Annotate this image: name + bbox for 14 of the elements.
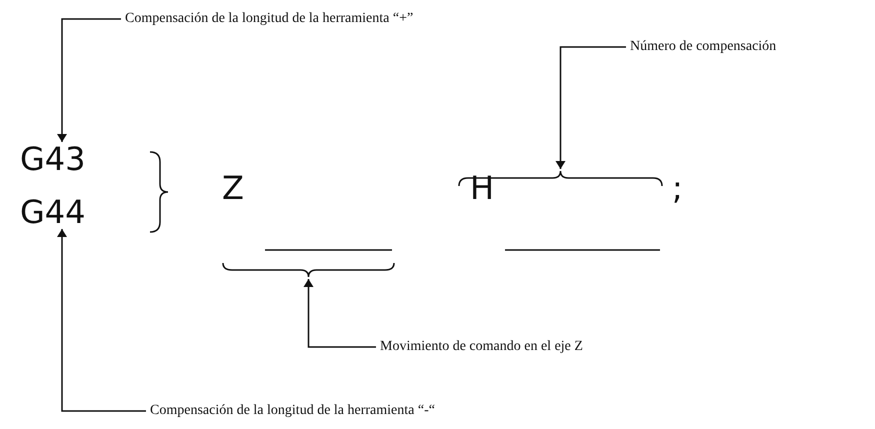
leader-arrow bbox=[556, 46, 626, 169]
leader-arrow bbox=[57, 18, 121, 142]
curly-brace bbox=[222, 262, 395, 278]
callout-text: Compensación de la longitud de la herramienta “-“ bbox=[150, 404, 435, 418]
code-word: G44 bbox=[20, 196, 86, 228]
end-of-block-symbol: ; bbox=[672, 172, 683, 204]
code-word: G43 bbox=[20, 143, 86, 175]
callout-text: Compensación de la longitud de la herramienta “+” bbox=[125, 12, 414, 26]
leader-arrow bbox=[304, 279, 376, 348]
leader-arrow bbox=[57, 229, 146, 412]
callout-text: Número de compensación bbox=[630, 40, 776, 54]
callout-text: Movimiento de comando en el eje Z bbox=[380, 340, 583, 354]
address-letter: H bbox=[470, 172, 494, 204]
address-letter: Z bbox=[222, 172, 244, 204]
